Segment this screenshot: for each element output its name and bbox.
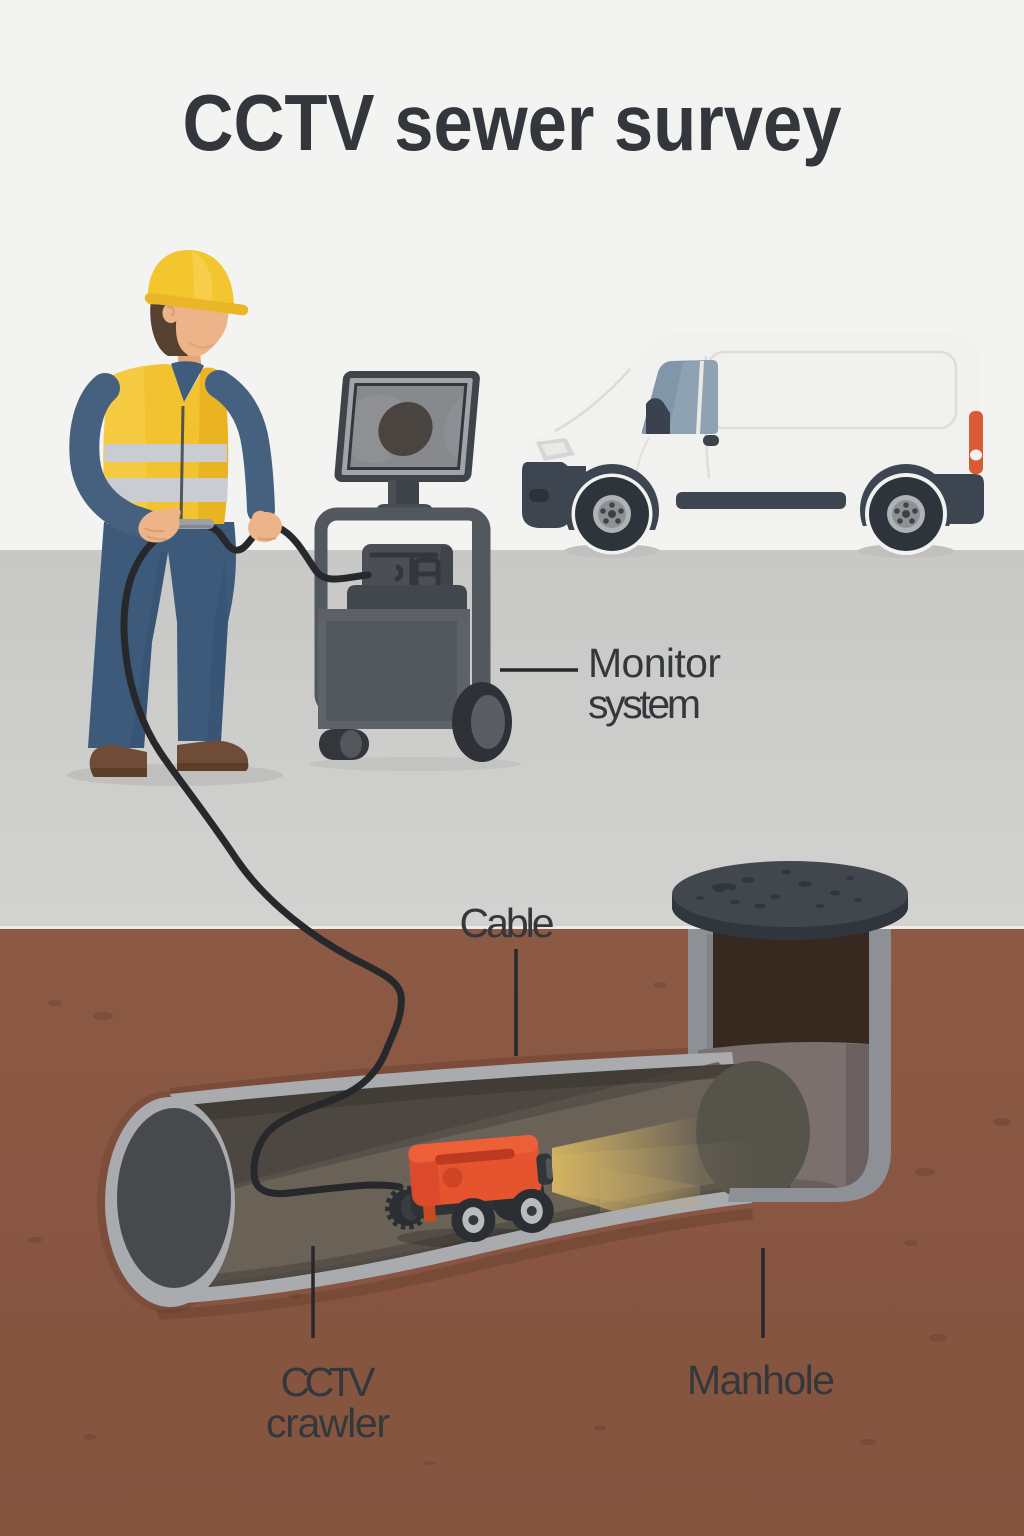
svg-text:crawler: crawler: [266, 1400, 390, 1446]
svg-text:CCTV sewer survey: CCTV sewer survey: [183, 78, 842, 167]
svg-text:Cable: Cable: [460, 900, 555, 946]
svg-text:system: system: [588, 681, 701, 727]
svg-text:Manhole: Manhole: [687, 1357, 835, 1403]
svg-text:Monitor: Monitor: [588, 640, 721, 686]
svg-text:CCTV: CCTV: [281, 1359, 377, 1405]
